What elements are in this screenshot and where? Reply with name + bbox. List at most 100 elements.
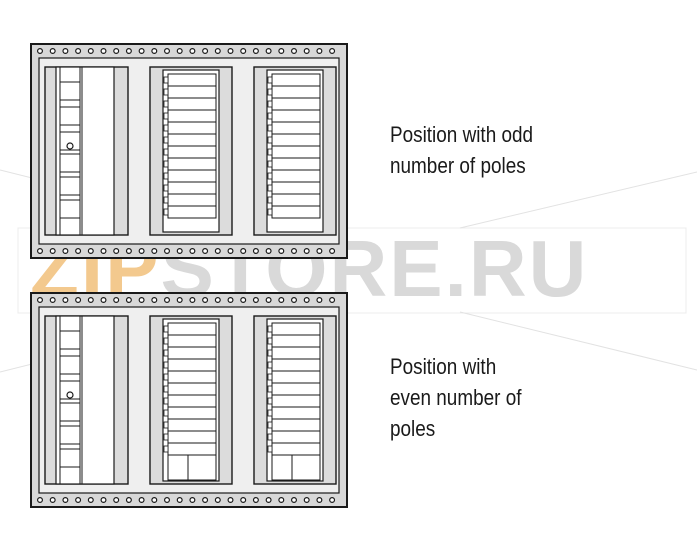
mounting-hole bbox=[36, 497, 43, 504]
panel-odd-poles bbox=[30, 43, 348, 259]
mounting-hole bbox=[75, 297, 82, 304]
mounting-hole bbox=[265, 297, 272, 304]
mounting-hole bbox=[202, 497, 209, 504]
caption-odd-poles: Position with odd number of poles bbox=[390, 119, 533, 181]
mounting-hole bbox=[151, 297, 158, 304]
mounting-hole bbox=[316, 248, 323, 255]
mounting-hole bbox=[303, 497, 310, 504]
mounting-hole bbox=[138, 497, 145, 504]
mounting-hole bbox=[49, 497, 56, 504]
circuit-breaker-module bbox=[253, 66, 337, 236]
mounting-hole bbox=[214, 297, 221, 304]
mounting-hole bbox=[164, 248, 171, 255]
mounting-hole bbox=[138, 248, 145, 255]
mounting-hole bbox=[113, 248, 120, 255]
mounting-hole bbox=[164, 47, 171, 54]
mounting-hole bbox=[291, 297, 298, 304]
mounting-hole bbox=[278, 47, 285, 54]
mounting-hole bbox=[36, 297, 43, 304]
mounting-hole bbox=[176, 297, 183, 304]
mounting-hole bbox=[125, 497, 132, 504]
mounting-hole bbox=[252, 497, 259, 504]
mounting-hole bbox=[316, 47, 323, 54]
mounting-hole bbox=[227, 248, 234, 255]
mounting-hole bbox=[36, 47, 43, 54]
mounting-hole bbox=[329, 297, 336, 304]
caption-odd-line2: number of poles bbox=[390, 153, 526, 178]
mounting-hole bbox=[202, 47, 209, 54]
mounting-hole bbox=[189, 248, 196, 255]
mounting-hole bbox=[240, 497, 247, 504]
mounting-hole bbox=[240, 47, 247, 54]
mounting-hole bbox=[87, 47, 94, 54]
mounting-hole bbox=[291, 497, 298, 504]
circuit-breaker-module bbox=[149, 315, 233, 485]
mounting-hole bbox=[49, 248, 56, 255]
mounting-hole bbox=[75, 47, 82, 54]
mounting-hole bbox=[329, 497, 336, 504]
mounting-hole bbox=[189, 297, 196, 304]
mounting-hole bbox=[176, 497, 183, 504]
mounting-hole bbox=[227, 47, 234, 54]
mounting-hole bbox=[151, 248, 158, 255]
knob bbox=[66, 391, 74, 399]
mounting-hole bbox=[125, 248, 132, 255]
mounting-hole bbox=[151, 47, 158, 54]
mounting-hole bbox=[164, 497, 171, 504]
mounting-hole bbox=[100, 47, 107, 54]
mounting-hole bbox=[176, 248, 183, 255]
mounting-hole bbox=[303, 248, 310, 255]
mounting-hole bbox=[202, 248, 209, 255]
mounting-hole bbox=[100, 297, 107, 304]
mounting-hole bbox=[36, 248, 43, 255]
mounting-hole bbox=[138, 47, 145, 54]
circuit-breaker-module bbox=[149, 66, 233, 236]
mounting-hole bbox=[62, 297, 69, 304]
mounting-hole bbox=[240, 248, 247, 255]
mounting-hole bbox=[100, 248, 107, 255]
mounting-hole bbox=[189, 47, 196, 54]
mounting-hole bbox=[87, 248, 94, 255]
mounting-hole bbox=[62, 47, 69, 54]
mounting-hole bbox=[265, 497, 272, 504]
knob bbox=[66, 142, 74, 150]
mounting-hole bbox=[113, 47, 120, 54]
mounting-hole bbox=[303, 47, 310, 54]
mounting-hole bbox=[49, 47, 56, 54]
mounting-hole bbox=[138, 297, 145, 304]
mounting-hole bbox=[87, 497, 94, 504]
caption-odd-line1: Position with odd bbox=[390, 122, 534, 147]
mounting-hole bbox=[62, 248, 69, 255]
mounting-hole bbox=[113, 297, 120, 304]
mounting-hole bbox=[62, 497, 69, 504]
mounting-hole bbox=[265, 248, 272, 255]
mounting-hole bbox=[265, 47, 272, 54]
mounting-hole bbox=[278, 248, 285, 255]
mounting-hole bbox=[49, 297, 56, 304]
mounting-hole bbox=[278, 297, 285, 304]
mounting-hole bbox=[176, 47, 183, 54]
mounting-hole bbox=[252, 47, 259, 54]
mounting-hole bbox=[75, 497, 82, 504]
mounting-hole bbox=[252, 297, 259, 304]
mounting-hole bbox=[164, 297, 171, 304]
mounting-hole bbox=[329, 47, 336, 54]
main-switch-module bbox=[44, 66, 129, 236]
mounting-hole bbox=[100, 497, 107, 504]
mounting-hole bbox=[125, 297, 132, 304]
mounting-hole bbox=[227, 297, 234, 304]
mounting-hole bbox=[87, 297, 94, 304]
mounting-hole bbox=[151, 497, 158, 504]
mounting-hole bbox=[278, 497, 285, 504]
mounting-hole bbox=[202, 297, 209, 304]
mounting-hole bbox=[316, 297, 323, 304]
panel-even-poles bbox=[30, 292, 348, 508]
mounting-hole bbox=[214, 248, 221, 255]
mounting-hole bbox=[75, 248, 82, 255]
mounting-hole bbox=[291, 248, 298, 255]
caption-even-line3: poles bbox=[390, 416, 436, 441]
mounting-hole bbox=[189, 497, 196, 504]
mounting-hole bbox=[329, 248, 336, 255]
mounting-hole bbox=[291, 47, 298, 54]
